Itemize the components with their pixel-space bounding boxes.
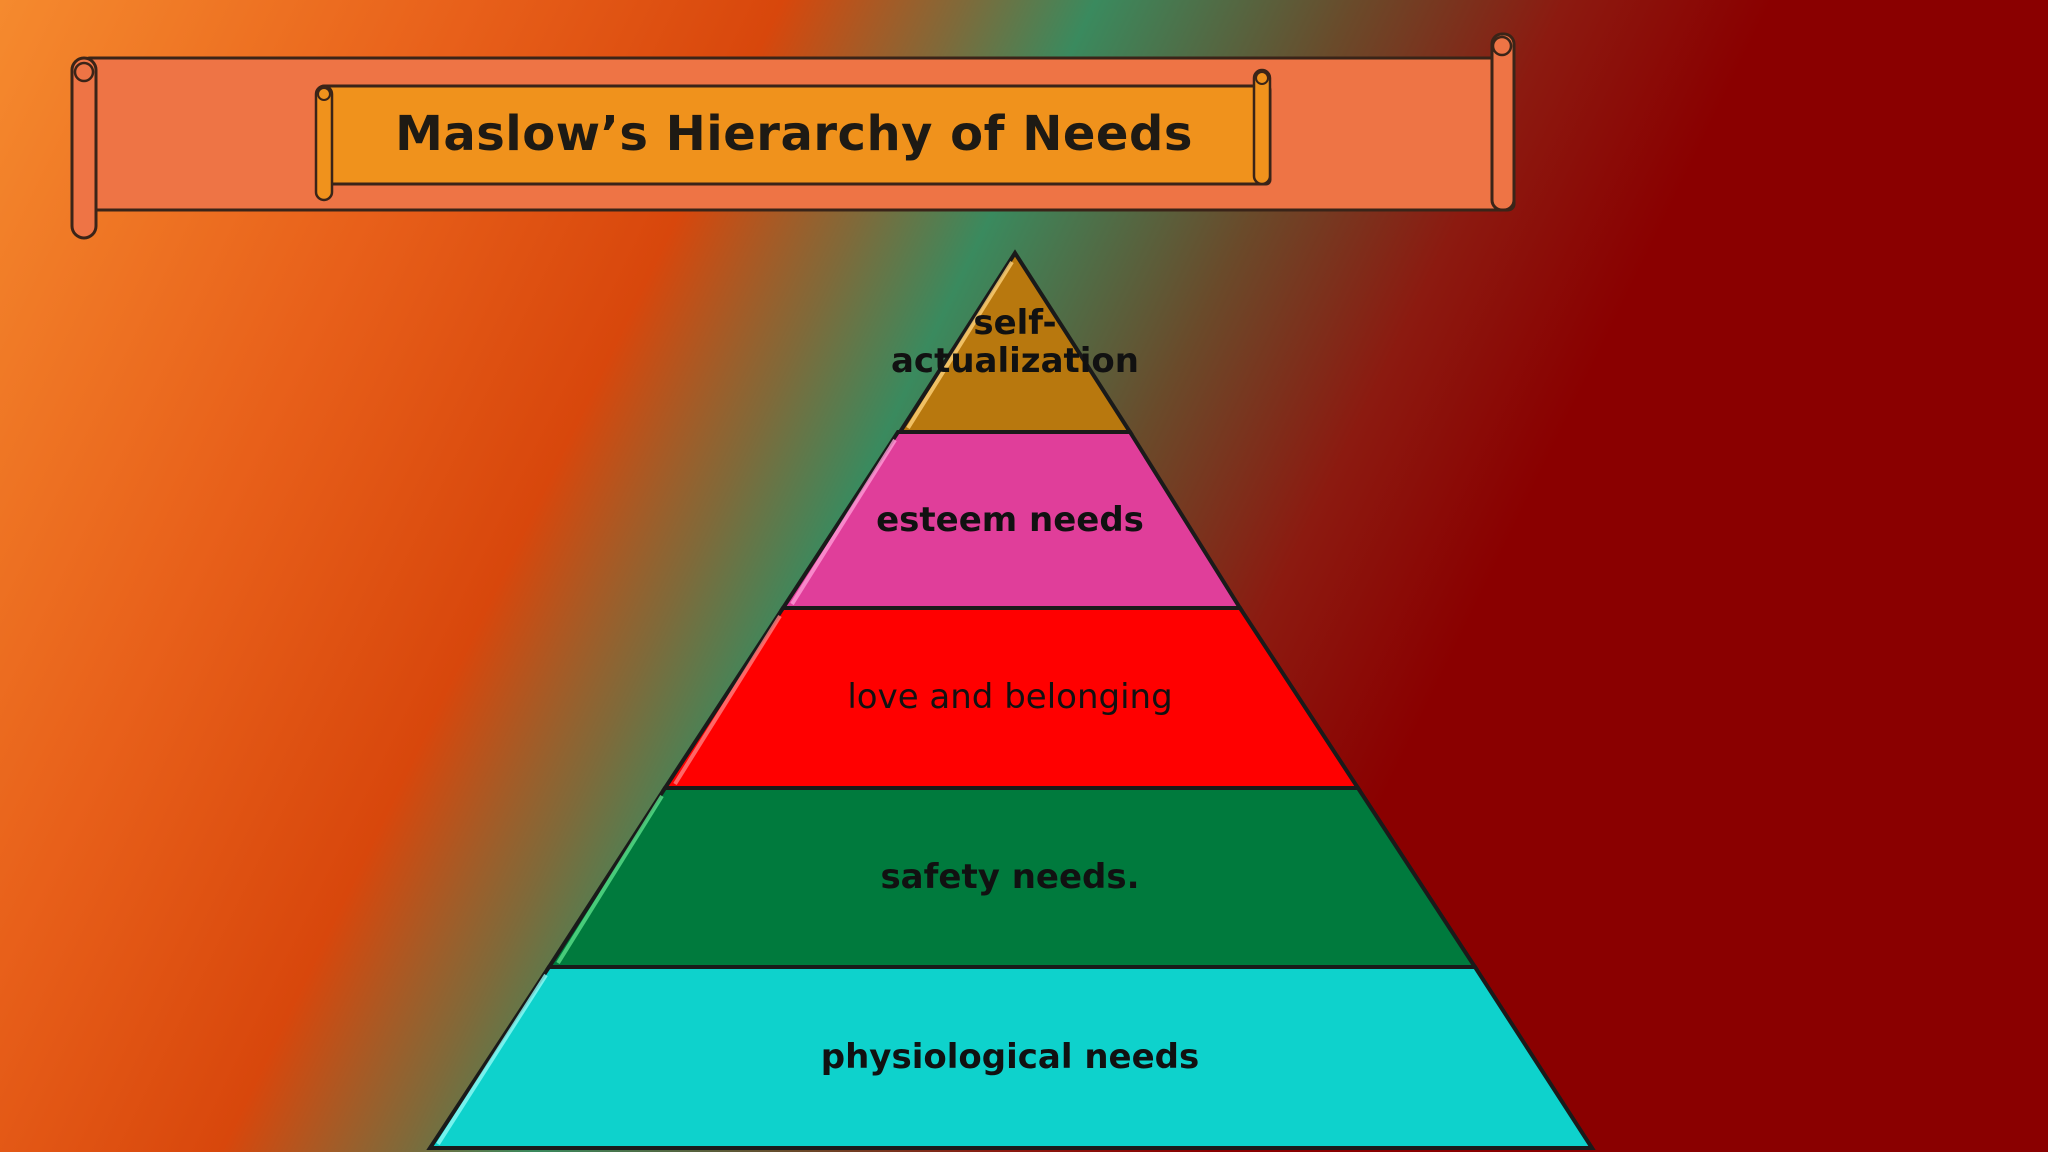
tier-label-safety: safety needs.	[880, 857, 1140, 897]
pyramid-tier-physiological	[426, 965, 1596, 1150]
tier-label-esteem: esteem needs	[876, 500, 1144, 540]
tier-label-love-belonging: love and belonging	[847, 677, 1173, 717]
tier-label-self-actualization: self- actualization	[890, 303, 1139, 381]
page-title: Maslow’s Hierarchy of Needs	[395, 106, 1193, 162]
pyramid	[426, 249, 1596, 1150]
tier-label-physiological: physiological needs	[820, 1037, 1200, 1077]
inner-scroll-banner	[314, 68, 1272, 202]
